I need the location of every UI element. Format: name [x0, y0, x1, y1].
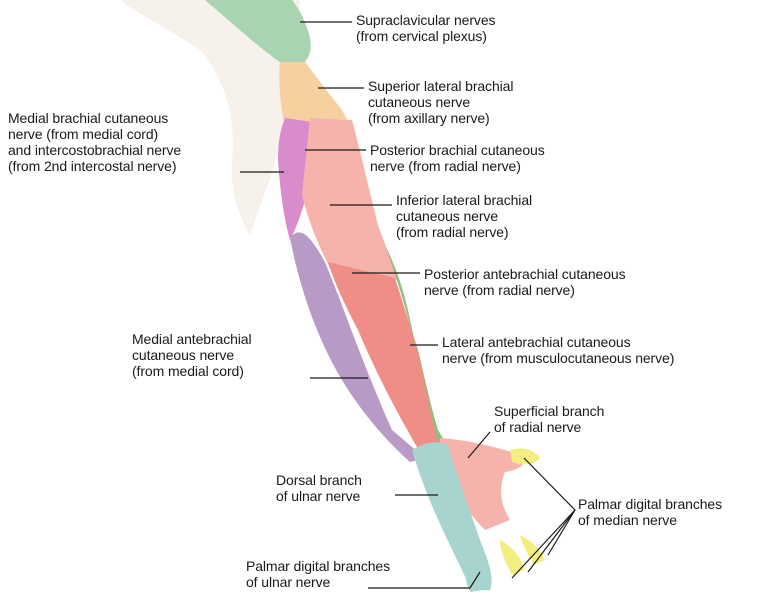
leader-palmar-median-2: [528, 510, 575, 572]
label-line: (from 2nd intercostal nerve): [8, 158, 181, 174]
label-line: of radial nerve: [494, 419, 604, 435]
region-median-thumb: [510, 448, 540, 464]
label-line: (from radial nerve): [396, 224, 532, 240]
label-line: Medial brachial cutaneous: [8, 110, 181, 126]
label-line: Posterior antebrachial cutaneous: [424, 266, 625, 282]
label-line: Dorsal branch: [276, 472, 362, 488]
label-superior-lateral-brachial: Superior lateral brachial cutaneous nerv…: [368, 78, 513, 126]
label-line: nerve (from radial nerve): [424, 282, 625, 298]
label-line: Medial antebrachial: [132, 331, 252, 347]
label-dorsal-ulnar: Dorsal branch of ulnar nerve: [276, 472, 362, 504]
label-posterior-antebrachial: Posterior antebrachial cutaneous nerve (…: [424, 266, 625, 298]
region-median-fingers: [500, 535, 545, 575]
label-line: (from axillary nerve): [368, 110, 513, 126]
label-line: of ulnar nerve: [246, 574, 390, 590]
label-line: of median nerve: [578, 512, 722, 528]
label-line: Inferior lateral brachial: [396, 192, 532, 208]
region-superior-lateral-brachial: [279, 62, 350, 125]
label-medial-brachial: Medial brachial cutaneous nerve (from me…: [8, 110, 181, 174]
label-line: nerve (from medial cord): [8, 126, 181, 142]
label-line: (from medial cord): [132, 363, 252, 379]
label-palmar-ulnar: Palmar digital branches of ulnar nerve: [246, 558, 390, 590]
label-line: Superior lateral brachial: [368, 78, 513, 94]
label-medial-antebrachial: Medial antebrachial cutaneous nerve (fro…: [132, 331, 252, 379]
label-line: nerve (from musculocutaneous nerve): [442, 350, 674, 366]
label-line: cutaneous nerve: [368, 94, 513, 110]
label-posterior-brachial: Posterior brachial cutaneous nerve (from…: [370, 142, 545, 174]
label-line: cutaneous nerve: [396, 208, 532, 224]
label-line: Palmar digital branches: [578, 496, 722, 512]
label-palmar-median: Palmar digital branches of median nerve: [578, 496, 722, 528]
label-line: (from cervical plexus): [356, 28, 495, 44]
leader-palmar-median: [524, 458, 575, 555]
label-line: cutaneous nerve: [132, 347, 252, 363]
leader-palmar-median-3: [512, 510, 575, 578]
label-line: Superficial branch: [494, 403, 604, 419]
label-line: and intercostobrachial nerve: [8, 142, 181, 158]
label-line: nerve (from radial nerve): [370, 158, 545, 174]
label-superficial-radial: Superficial branch of radial nerve: [494, 403, 604, 435]
label-line: Lateral antebrachial cutaneous: [442, 334, 674, 350]
label-lateral-antebrachial: Lateral antebrachial cutaneous nerve (fr…: [442, 334, 674, 366]
label-line: Posterior brachial cutaneous: [370, 142, 545, 158]
label-inferior-lateral-brachial: Inferior lateral brachial cutaneous nerv…: [396, 192, 532, 240]
label-supraclavicular: Supraclavicular nerves (from cervical pl…: [356, 12, 495, 44]
label-line: of ulnar nerve: [276, 488, 362, 504]
label-line: Supraclavicular nerves: [356, 12, 495, 28]
label-line: Palmar digital branches: [246, 558, 390, 574]
